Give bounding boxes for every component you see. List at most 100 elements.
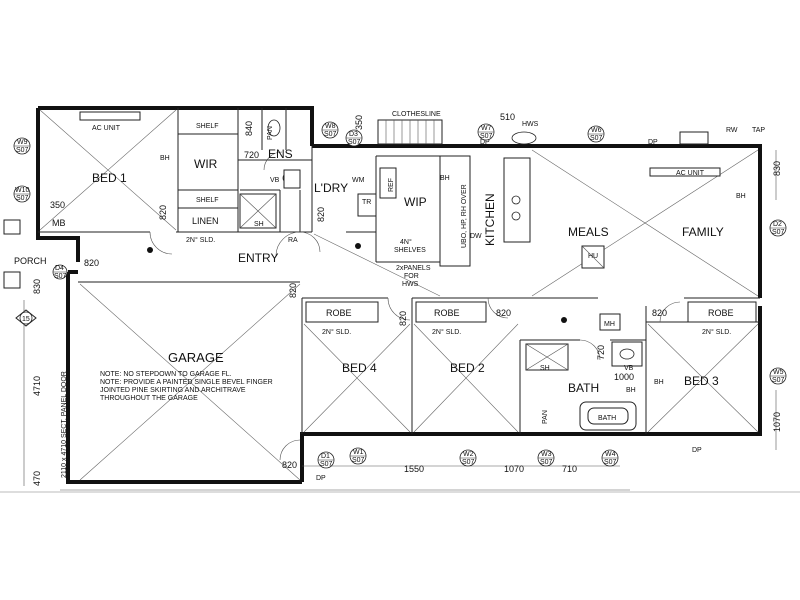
label-bh-bed3: BH	[654, 379, 664, 386]
room-linen: LINEN	[192, 216, 219, 226]
label-mb: MB	[52, 218, 66, 228]
svg-text:S07: S07	[16, 195, 29, 202]
svg-text:S07: S07	[54, 273, 67, 280]
window-tags: W9 S07 W10 S07 W8 S07 D3 S07 W7 S07 W6 S…	[13, 121, 787, 469]
svg-text:W5: W5	[773, 369, 784, 376]
label-ac-unit-family: AC UNIT	[676, 170, 705, 177]
label-panels-3: HWS	[402, 281, 419, 288]
note-line-2: NOTE: PROVIDE A PAINTED SINGLE BEVEL FIN…	[100, 379, 273, 386]
dim-820-bed1: 820	[158, 205, 168, 220]
svg-text:D1: D1	[321, 453, 330, 460]
tag-w2: W2 S07	[459, 449, 477, 467]
room-porch: PORCH	[14, 256, 47, 266]
tag-d2: D2 S07	[769, 219, 787, 237]
label-bath-tub: BATH	[598, 415, 616, 422]
room-ldry: L'DRY	[314, 181, 348, 195]
svg-text:S07: S07	[352, 457, 365, 464]
room-bed4: BED 4	[342, 361, 377, 375]
door-swings	[149, 151, 681, 461]
label-sld-bed1: 2N° SLD.	[186, 236, 215, 244]
svg-text:W7: W7	[481, 125, 492, 132]
room-bed2: BED 2	[450, 361, 485, 375]
label-sld-bed2: 2N° SLD.	[432, 328, 461, 336]
label-bh-family: BH	[736, 193, 746, 200]
room-wip: WIP	[404, 195, 427, 209]
dimension-lines	[23, 150, 777, 491]
label-sh-bath: SH	[540, 365, 550, 372]
svg-text:S07: S07	[348, 139, 361, 146]
label-tap: TAP	[752, 127, 765, 134]
dim-820-garage-bot: 820	[282, 460, 297, 470]
svg-text:W9: W9	[17, 139, 28, 146]
dim-710: 710	[562, 464, 577, 474]
svg-text:S07: S07	[772, 377, 785, 384]
label-ra: RA	[288, 237, 298, 244]
label-shelves-2: SHELVES	[394, 247, 426, 254]
garage-notes: NOTE: NO STEPDOWN TO GARAGE FL. NOTE: PR…	[100, 371, 273, 402]
label-robe-bed2: ROBE	[434, 308, 460, 318]
tag-w3: W3 S07	[537, 449, 555, 467]
label-mh: MH	[604, 321, 615, 328]
label-dp-top2: DP	[648, 139, 658, 146]
tag-w4: W4 S07	[601, 449, 619, 467]
svg-text:S07: S07	[462, 459, 475, 466]
svg-text:D4: D4	[55, 265, 64, 272]
label-pan-bath: PAN	[542, 410, 549, 424]
smoke-detectors	[147, 243, 567, 323]
room-garage: GARAGE	[168, 350, 224, 365]
label-clothesline: CLOTHESLINE	[392, 111, 441, 118]
label-vb-bath: VB	[624, 365, 634, 372]
label-dp-top1: DP	[480, 139, 490, 146]
label-wm: WM	[352, 177, 365, 184]
svg-text:W6: W6	[591, 127, 602, 134]
dim-1070-right: 1070	[772, 412, 782, 432]
svg-text:15: 15	[22, 316, 30, 323]
tag-w5: W5 S07	[769, 367, 787, 385]
tag-w1: W1 S07	[349, 447, 367, 465]
dim-820-bed2: 820	[496, 308, 511, 318]
interior-walls	[38, 108, 760, 434]
label-robe-bed4: ROBE	[326, 308, 352, 318]
dim-1550: 1550	[404, 464, 424, 474]
robes	[305, 301, 757, 323]
dim-830-left: 830	[32, 279, 42, 294]
room-wir: WIR	[194, 157, 218, 171]
dim-350-bed1: 350	[50, 200, 65, 210]
label-pan-ens: PAN	[267, 126, 274, 140]
label-shelf-bottom: SHELF	[196, 197, 219, 204]
label-dp-bottom2: DP	[692, 447, 702, 454]
dim-830-right: 830	[772, 161, 782, 176]
dim-4710: 4710	[32, 376, 42, 396]
label-sh-ens: SH	[254, 221, 264, 228]
label-ac-unit-bed1: AC UNIT	[92, 125, 121, 132]
label-hu: HU	[588, 253, 598, 260]
ceiling-diagonals	[39, 109, 759, 481]
dim-350-top: 350	[354, 115, 364, 130]
tag-d1: D1 S07	[317, 451, 335, 469]
label-bh-bed1: BH	[160, 155, 170, 162]
dim-840: 840	[244, 121, 254, 136]
dim-720-ens: 720	[244, 150, 259, 160]
room-family: FAMILY	[682, 225, 724, 239]
label-robe-bed3: ROBE	[708, 308, 734, 318]
label-shelves-1: 4N°	[400, 238, 412, 246]
fixtures	[3, 111, 721, 431]
label-vb-ens: VB	[270, 177, 280, 184]
note-line-1: NOTE: NO STEPDOWN TO GARAGE FL.	[100, 371, 232, 378]
svg-text:S07: S07	[604, 459, 617, 466]
label-ref: REF	[388, 178, 395, 192]
room-kitchen: KITCHEN	[483, 193, 497, 246]
svg-text:D2: D2	[773, 221, 782, 228]
note-line-4: THROUGHOUT THE GARAGE	[100, 395, 198, 402]
exterior-walls	[36, 106, 762, 484]
dim-720-bath: 720	[596, 345, 606, 360]
svg-text:S07: S07	[540, 459, 553, 466]
label-tr: TR	[362, 199, 371, 206]
dim-820-entry: 820	[84, 258, 99, 268]
svg-text:S07: S07	[590, 135, 603, 142]
label-appliances: UBO, HP, RH OVER	[461, 184, 468, 248]
svg-text:W4: W4	[605, 451, 616, 458]
svg-text:S07: S07	[16, 147, 29, 154]
svg-text:S07: S07	[320, 461, 333, 468]
